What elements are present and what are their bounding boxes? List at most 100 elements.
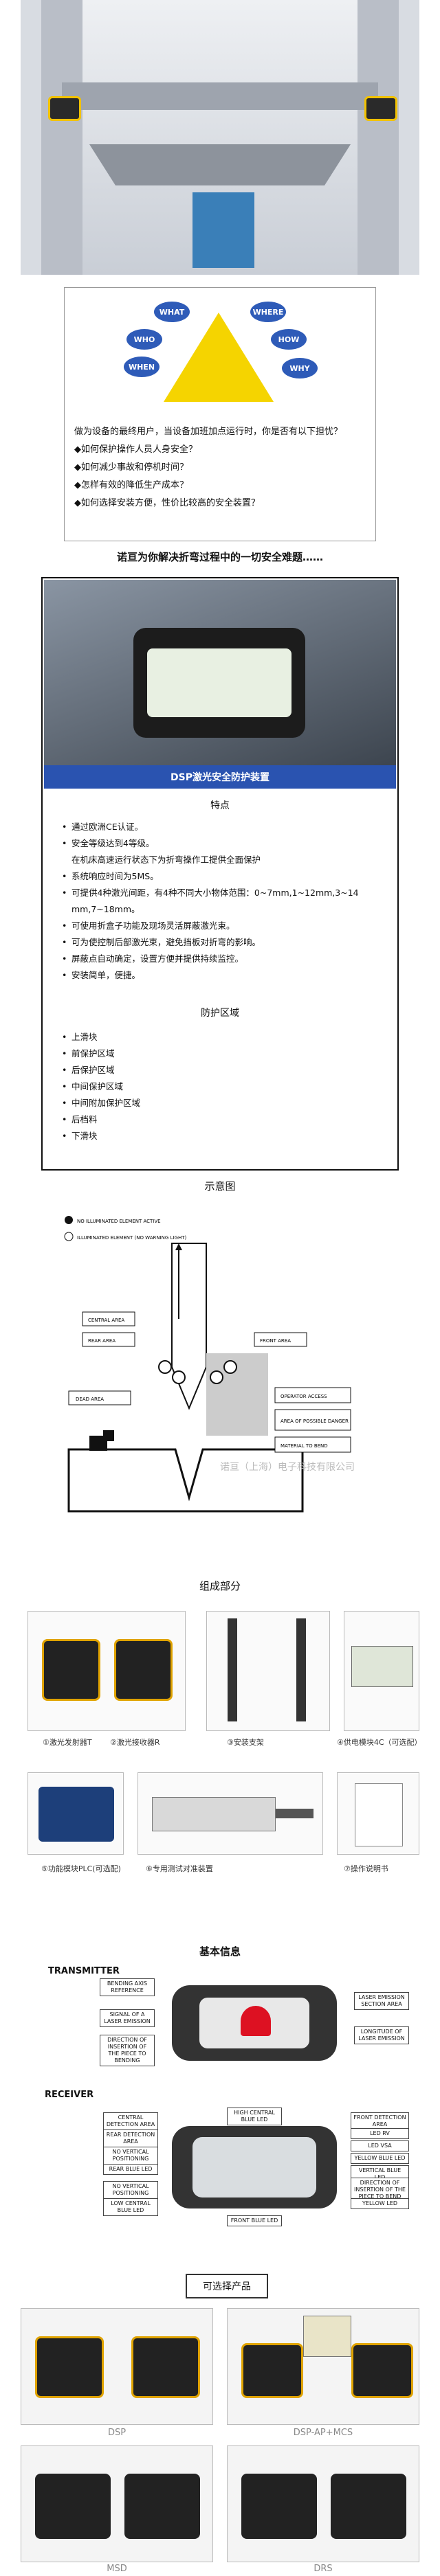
- warning-triangle-icon: [164, 313, 274, 402]
- component-caption: ⑦操作说明书: [344, 1864, 388, 1873]
- zone-item: 中间附加保护区域: [62, 1095, 385, 1111]
- protected-zone: [206, 1353, 268, 1436]
- rx-tag: REAR BLUE LED: [103, 2164, 158, 2175]
- mounting-bracket: [228, 1618, 237, 1721]
- safety-question: ◆如何保护操作人员人身安全？: [74, 444, 197, 455]
- option-caption: DSP: [107, 2428, 126, 2438]
- label-operator-access: OPERATOR ACCESS: [280, 1394, 327, 1399]
- label-central-area: CENTRAL AREA: [88, 1318, 124, 1323]
- transmitter-device: [42, 1639, 100, 1701]
- component-caption: ⑥专用测试对准装置: [146, 1864, 213, 1873]
- safety-question: ◆如何选择安装方便，性价比较高的安全装置？: [74, 498, 260, 508]
- tx-tag: BENDING AXIS REFERENCE: [100, 1978, 155, 1996]
- option-device: [241, 2474, 317, 2539]
- bubble-where: WHERE: [250, 302, 286, 322]
- receiver-label: RECEIVER: [45, 2090, 94, 2100]
- label-box: [68, 1390, 131, 1405]
- component-card: [138, 1772, 323, 1855]
- rx-tag: FRONT BLUE LED: [227, 2215, 282, 2226]
- safety-question: ◆如何减少事故和停机时间？: [74, 462, 188, 473]
- option-device: [351, 2343, 413, 2398]
- legend-dot-empty: [64, 1232, 74, 1241]
- option-card-drs[interactable]: [227, 2445, 419, 2562]
- features-list: 通过欧洲CE认证。 安全等级达到4等级。 在机床高速运行状态下为折弯操作工提供全…: [62, 819, 385, 984]
- component-card: [337, 1772, 419, 1855]
- rx-tag: YELLOW BLUE LED: [351, 2153, 409, 2164]
- option-device: [331, 2474, 406, 2539]
- rx-tag: LOW CENTRAL BLUE LED: [103, 2198, 158, 2216]
- safety-question-box: WHAT WHERE WHO HOW WHEN WHY 做为设备的最终用户，当设…: [64, 287, 376, 541]
- receiver-device: [114, 1639, 173, 1701]
- test-device: [152, 1797, 276, 1831]
- component-card: [28, 1611, 186, 1731]
- laser-unit-left: [48, 96, 81, 121]
- bubble-when: WHEN: [124, 357, 160, 377]
- upper-punch: [171, 1243, 207, 1410]
- test-rod: [276, 1809, 314, 1818]
- press-brake-die: [89, 144, 351, 185]
- dsp-banner: DSP激光安全防护装置: [44, 765, 396, 789]
- dsp-product-box: DSP激光安全防护装置 特点 通过欧洲CE认证。 安全等级达到4等级。 在机床高…: [41, 577, 399, 1171]
- dsp-unit-display: [147, 648, 292, 717]
- component-card: [28, 1772, 124, 1855]
- press-brake-left-column: [41, 0, 82, 275]
- feature-item: 通过欧洲CE认证。: [62, 819, 385, 835]
- legend-label: ILLUMINATED ELEMENT (NO WARNING LIGHT): [77, 1235, 186, 1241]
- rx-tag: REAR DETECTION AREA: [103, 2129, 158, 2147]
- options-title: 可选择产品: [186, 2274, 268, 2298]
- legend-label: NO ILLUMINATED ELEMENT ACTIVE: [77, 1219, 161, 1224]
- schematic-diagram: NO ILLUMINATED ELEMENT ACTIVE ILLUMINATE…: [64, 1216, 355, 1513]
- rx-tag: FRONT DETECTION AREA: [351, 2112, 409, 2130]
- rx-tag: HIGH CENTRAL BLUE LED: [227, 2108, 282, 2125]
- bubble-what: WHAT: [154, 302, 190, 322]
- laser-unit: [103, 1430, 114, 1441]
- zone-item: 下滑块: [62, 1128, 385, 1144]
- zone-item: 后保护区域: [62, 1062, 385, 1078]
- manual-booklet: [355, 1783, 403, 1846]
- zones-title: 防护区域: [201, 1008, 239, 1019]
- feature-item: 安装简单，便捷。: [62, 967, 385, 984]
- receiver-panel: [192, 2137, 316, 2197]
- tx-tag: SIGNAL OF A LASER EMISSION: [100, 2009, 155, 2027]
- slogan-heading: 诺亘为你解决折弯过程中的一切安全难题……: [116, 551, 323, 563]
- option-module: [303, 2316, 351, 2357]
- beam-point: [172, 1370, 186, 1384]
- laser-unit: [89, 1436, 107, 1451]
- beam-point: [210, 1370, 223, 1384]
- rx-tag: YELLOW LED: [351, 2198, 409, 2209]
- feature-item: 安全等级达到4等级。: [62, 835, 385, 852]
- legend-dot-filled: [65, 1216, 73, 1224]
- beam-point: [223, 1360, 237, 1374]
- option-card-msd[interactable]: [21, 2445, 213, 2562]
- option-card-dsp-ap-mcs[interactable]: [227, 2308, 419, 2425]
- transmitter-diagram: [172, 1985, 337, 2061]
- basic-info-title: 基本信息: [199, 1945, 241, 1958]
- safety-question: ◆怎样有效的降低生产成本？: [74, 480, 188, 490]
- option-device: [131, 2336, 200, 2398]
- option-card-dsp[interactable]: [21, 2308, 213, 2425]
- option-caption: MSD: [107, 2564, 127, 2574]
- zone-item: 前保护区域: [62, 1046, 385, 1062]
- component-caption: ②激光接收器R: [110, 1738, 160, 1747]
- tx-tag: DIRECTION OF INSERTION OF THE PIECE TO B…: [100, 2035, 155, 2066]
- heart-symbol-icon: [241, 2006, 271, 2036]
- label-box: [254, 1332, 307, 1347]
- diagram-title: 示意图: [204, 1180, 236, 1193]
- component-card: [206, 1611, 330, 1731]
- bubble-who: WHO: [126, 329, 162, 350]
- rx-tag: LED RV: [351, 2128, 409, 2139]
- option-device: [241, 2343, 303, 2398]
- component-caption: ③安装支架: [227, 1738, 264, 1747]
- feature-item: 可提供4种激光间距，有4种不同大小物体范围：0~7mm,1~12mm,3~14: [62, 885, 385, 901]
- transmitter-label: TRANSMITTER: [48, 1966, 120, 1976]
- laser-unit-right: [364, 96, 397, 121]
- label-danger-area: AREA OF POSSIBLE DANGER: [280, 1419, 349, 1424]
- option-device: [35, 2336, 104, 2398]
- component-caption: ④供电模块4C（可选配）: [337, 1738, 422, 1747]
- components-title: 组成部分: [199, 1580, 241, 1592]
- control-table: [192, 192, 254, 268]
- label-box: [274, 1409, 351, 1431]
- label-material: MATERIAL TO BEND: [280, 1443, 328, 1449]
- power-module: [351, 1646, 413, 1687]
- label-box: [82, 1332, 135, 1347]
